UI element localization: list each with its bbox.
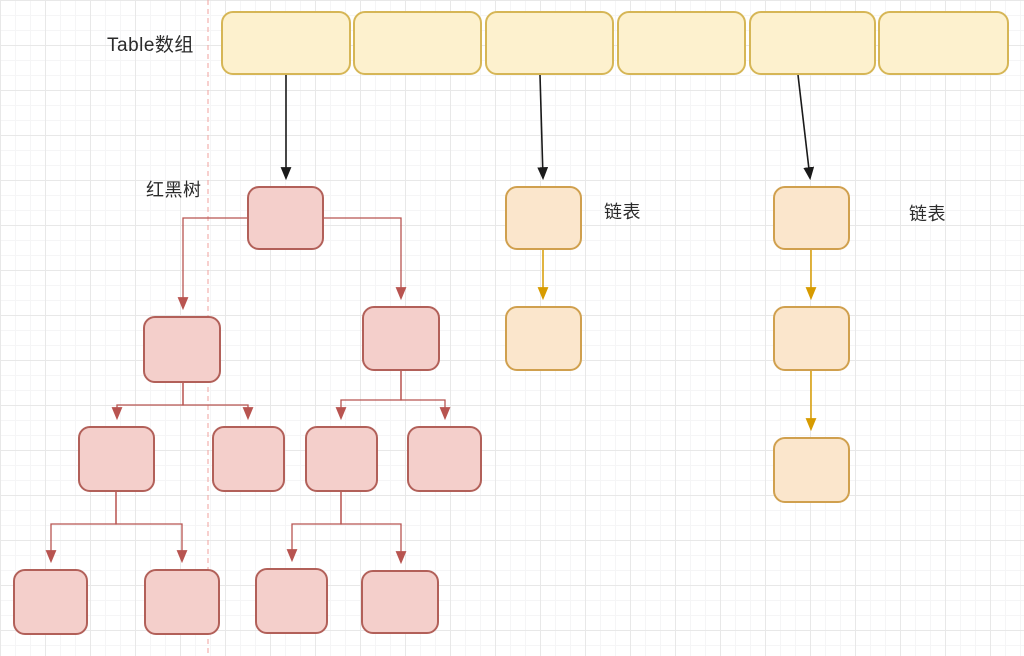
table-to-bucket-arrow — [797, 74, 815, 181]
linked-list-label-1: 链表 — [604, 202, 641, 222]
tree-edge — [335, 371, 402, 421]
table-cell — [617, 11, 746, 75]
list-node — [773, 186, 850, 250]
tree-node — [78, 426, 155, 492]
tree-edge — [400, 371, 451, 421]
tree-node — [143, 316, 221, 383]
tree-node — [13, 569, 88, 635]
table-cell — [878, 11, 1009, 75]
red-black-tree-label: 红黑树 — [146, 180, 202, 200]
list-node — [505, 306, 582, 371]
tree-edge — [115, 492, 188, 564]
list-node — [773, 437, 850, 503]
tree-node — [212, 426, 285, 492]
list-node — [773, 306, 850, 371]
tree-edge — [182, 383, 254, 421]
tree-edge — [177, 217, 247, 311]
tree-node — [305, 426, 378, 492]
table-to-bucket-arrow — [537, 74, 549, 181]
tree-node — [362, 306, 440, 371]
table-cell — [353, 11, 482, 75]
tree-edge — [286, 492, 342, 563]
tree-edge — [324, 217, 407, 301]
table-cell — [221, 11, 351, 75]
table-cell — [749, 11, 876, 75]
tree-node — [361, 570, 439, 634]
table-array-label: Table数组 — [107, 35, 194, 56]
tree-node — [144, 569, 220, 635]
tree-edge — [45, 492, 117, 564]
tree-edge — [340, 492, 407, 565]
tree-edge — [111, 383, 184, 421]
list-node — [505, 186, 582, 250]
tree-node — [407, 426, 482, 492]
linked-list-label-2: 链表 — [909, 204, 946, 224]
table-cell — [485, 11, 614, 75]
tree-node — [255, 568, 328, 634]
tree-node — [247, 186, 324, 250]
